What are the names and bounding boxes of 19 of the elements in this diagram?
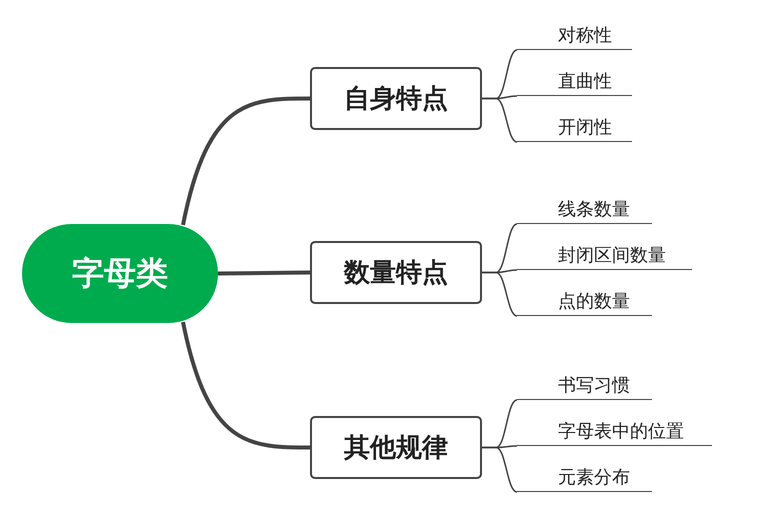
connector-line: [181, 96, 310, 226]
branch-box: 自身特点: [310, 67, 482, 130]
underlined-topic: 封闭区间数量: [517, 244, 692, 270]
underlined-topic: 元素分布: [517, 466, 652, 492]
branch-box: 其他规律: [310, 416, 482, 479]
connector-line: [218, 270, 310, 276]
connector-line: [181, 322, 310, 450]
connector-line: [482, 272, 518, 317]
underlined-topic: 对称性: [517, 24, 632, 50]
topic-pill: 字母类: [22, 224, 218, 323]
branch-box: 数量特点: [310, 241, 482, 304]
underlined-topic: 书写习惯: [517, 374, 652, 400]
connector-line: [482, 446, 518, 493]
underlined-topic: 开闭性: [517, 116, 632, 142]
underlined-topic: 线条数量: [517, 198, 652, 224]
underlined-topic: 字母表中的位置: [517, 420, 712, 446]
underlined-topic: 点的数量: [517, 290, 652, 316]
underlined-topic: 直曲性: [517, 70, 632, 96]
connector-line: [482, 98, 518, 143]
